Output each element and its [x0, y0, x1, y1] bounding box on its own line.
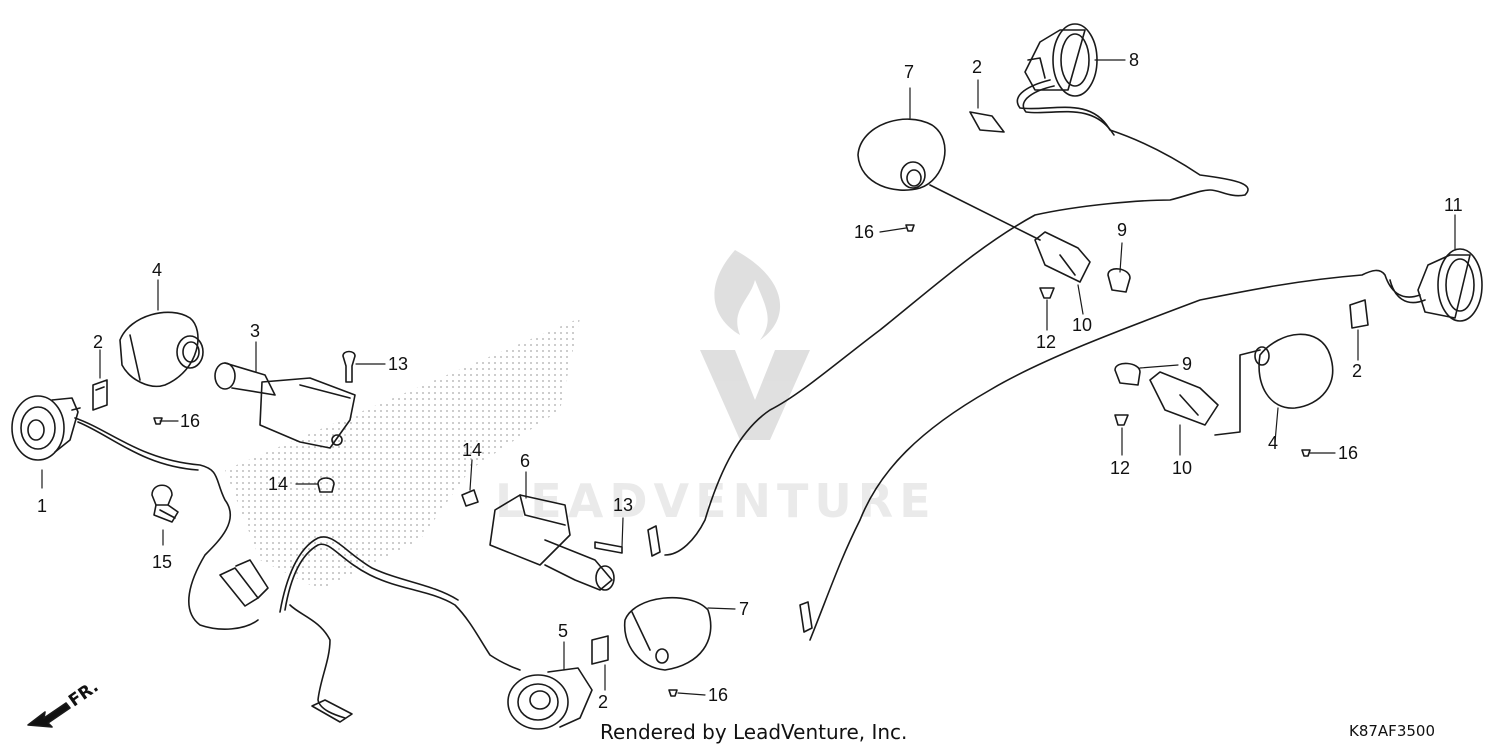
callout-14: 14: [462, 440, 483, 460]
part-10-socket-rear-left: [1034, 231, 1091, 283]
part-7-lens-front-right: [623, 596, 712, 671]
part-2-bracket-rear-right: [1349, 299, 1369, 329]
part-14-clip-right: [461, 489, 479, 507]
part-10-socket-rear-right: [1149, 371, 1219, 426]
front-arrow-icon: [27, 702, 71, 728]
callout-5: 5: [558, 621, 569, 641]
part-14-clip-left: [317, 477, 335, 493]
callout-11: 11: [1444, 195, 1463, 215]
callout-16: 16: [180, 411, 201, 431]
part-6-stay-right: [489, 494, 615, 591]
callout-16: 16: [708, 685, 729, 705]
callout-10: 10: [1072, 315, 1093, 335]
callout-8: 8: [1129, 50, 1140, 70]
callout-6: 6: [520, 451, 531, 471]
watermark-text: LEADVENTURE: [495, 474, 937, 528]
callout-13: 13: [388, 354, 409, 374]
callout-2: 2: [598, 692, 609, 712]
callout-2: 2: [972, 57, 983, 77]
callout-10: 10: [1172, 458, 1193, 478]
part-9-clip-rear-right: [1114, 362, 1141, 386]
harness-rear-right-top: [809, 269, 1426, 641]
callout-7: 7: [904, 62, 915, 82]
watermark-logo-icon: [700, 250, 810, 440]
callout-4: 4: [152, 260, 163, 280]
callout-9: 9: [1182, 354, 1193, 374]
part-7-lens-rear-left: [857, 118, 946, 191]
callout-2: 2: [93, 332, 104, 352]
part-2-bracket-rear-left: [969, 111, 1005, 133]
part-2-bracket-left: [92, 379, 108, 411]
callout-15: 15: [152, 552, 173, 572]
part-16-screw-left: [153, 417, 163, 425]
callout-16: 16: [1338, 443, 1359, 463]
callout-3: 3: [250, 321, 261, 341]
part-1-front-lamp-left: [11, 395, 269, 630]
part-11-rear-lamp-right: [1417, 248, 1483, 322]
callout-14: 14: [268, 474, 289, 494]
part-13-screw-left: [342, 350, 356, 383]
callout-7: 7: [739, 599, 750, 619]
callout-16: 16: [854, 222, 875, 242]
harness-socket-rear-right: [1214, 349, 1261, 436]
callout-1: 1: [37, 496, 48, 516]
harness-front-left-outer: [279, 536, 459, 613]
diagram-code: K87AF3500: [1349, 722, 1435, 740]
harness-front-left: [284, 543, 521, 719]
part-15-grommet: [151, 484, 179, 523]
watermark-wing: [225, 318, 580, 590]
callout-13: 13: [613, 495, 634, 515]
harness-rear-left-top-outer: [1022, 85, 1115, 136]
part-3-stay-left: [214, 362, 356, 449]
part-5-front-lamp-right: [507, 667, 593, 730]
part-2-bracket-front-right: [591, 635, 609, 665]
connector-rear-right: [799, 601, 813, 633]
callout-4: 4: [1268, 433, 1279, 453]
part-16-screw-rear-left: [905, 224, 915, 232]
callout-2: 2: [1352, 361, 1363, 381]
part-4-lens-left: [119, 311, 204, 387]
part-9-clip-rear-left: [1107, 268, 1131, 293]
callout-9: 9: [1117, 220, 1128, 240]
part-12-screw-rear-right: [1114, 414, 1129, 426]
connector-front-left: [311, 699, 353, 723]
callout-12: 12: [1036, 332, 1057, 352]
part-13-screw-right: [594, 541, 623, 554]
part-16-screw-rear-right: [1301, 449, 1311, 457]
part-4-lens-rear-right: [1254, 333, 1334, 409]
callout-12: 12: [1110, 458, 1131, 478]
part-12-screw-rear-left: [1039, 287, 1055, 299]
part-16-screw-front-right: [668, 689, 678, 697]
harness-socket-rear-left: [929, 184, 1041, 241]
rendered-by-credit: Rendered by LeadVenture, Inc.: [600, 720, 908, 744]
connector-rear-left: [647, 525, 661, 557]
leader-lines: [41, 59, 1456, 696]
